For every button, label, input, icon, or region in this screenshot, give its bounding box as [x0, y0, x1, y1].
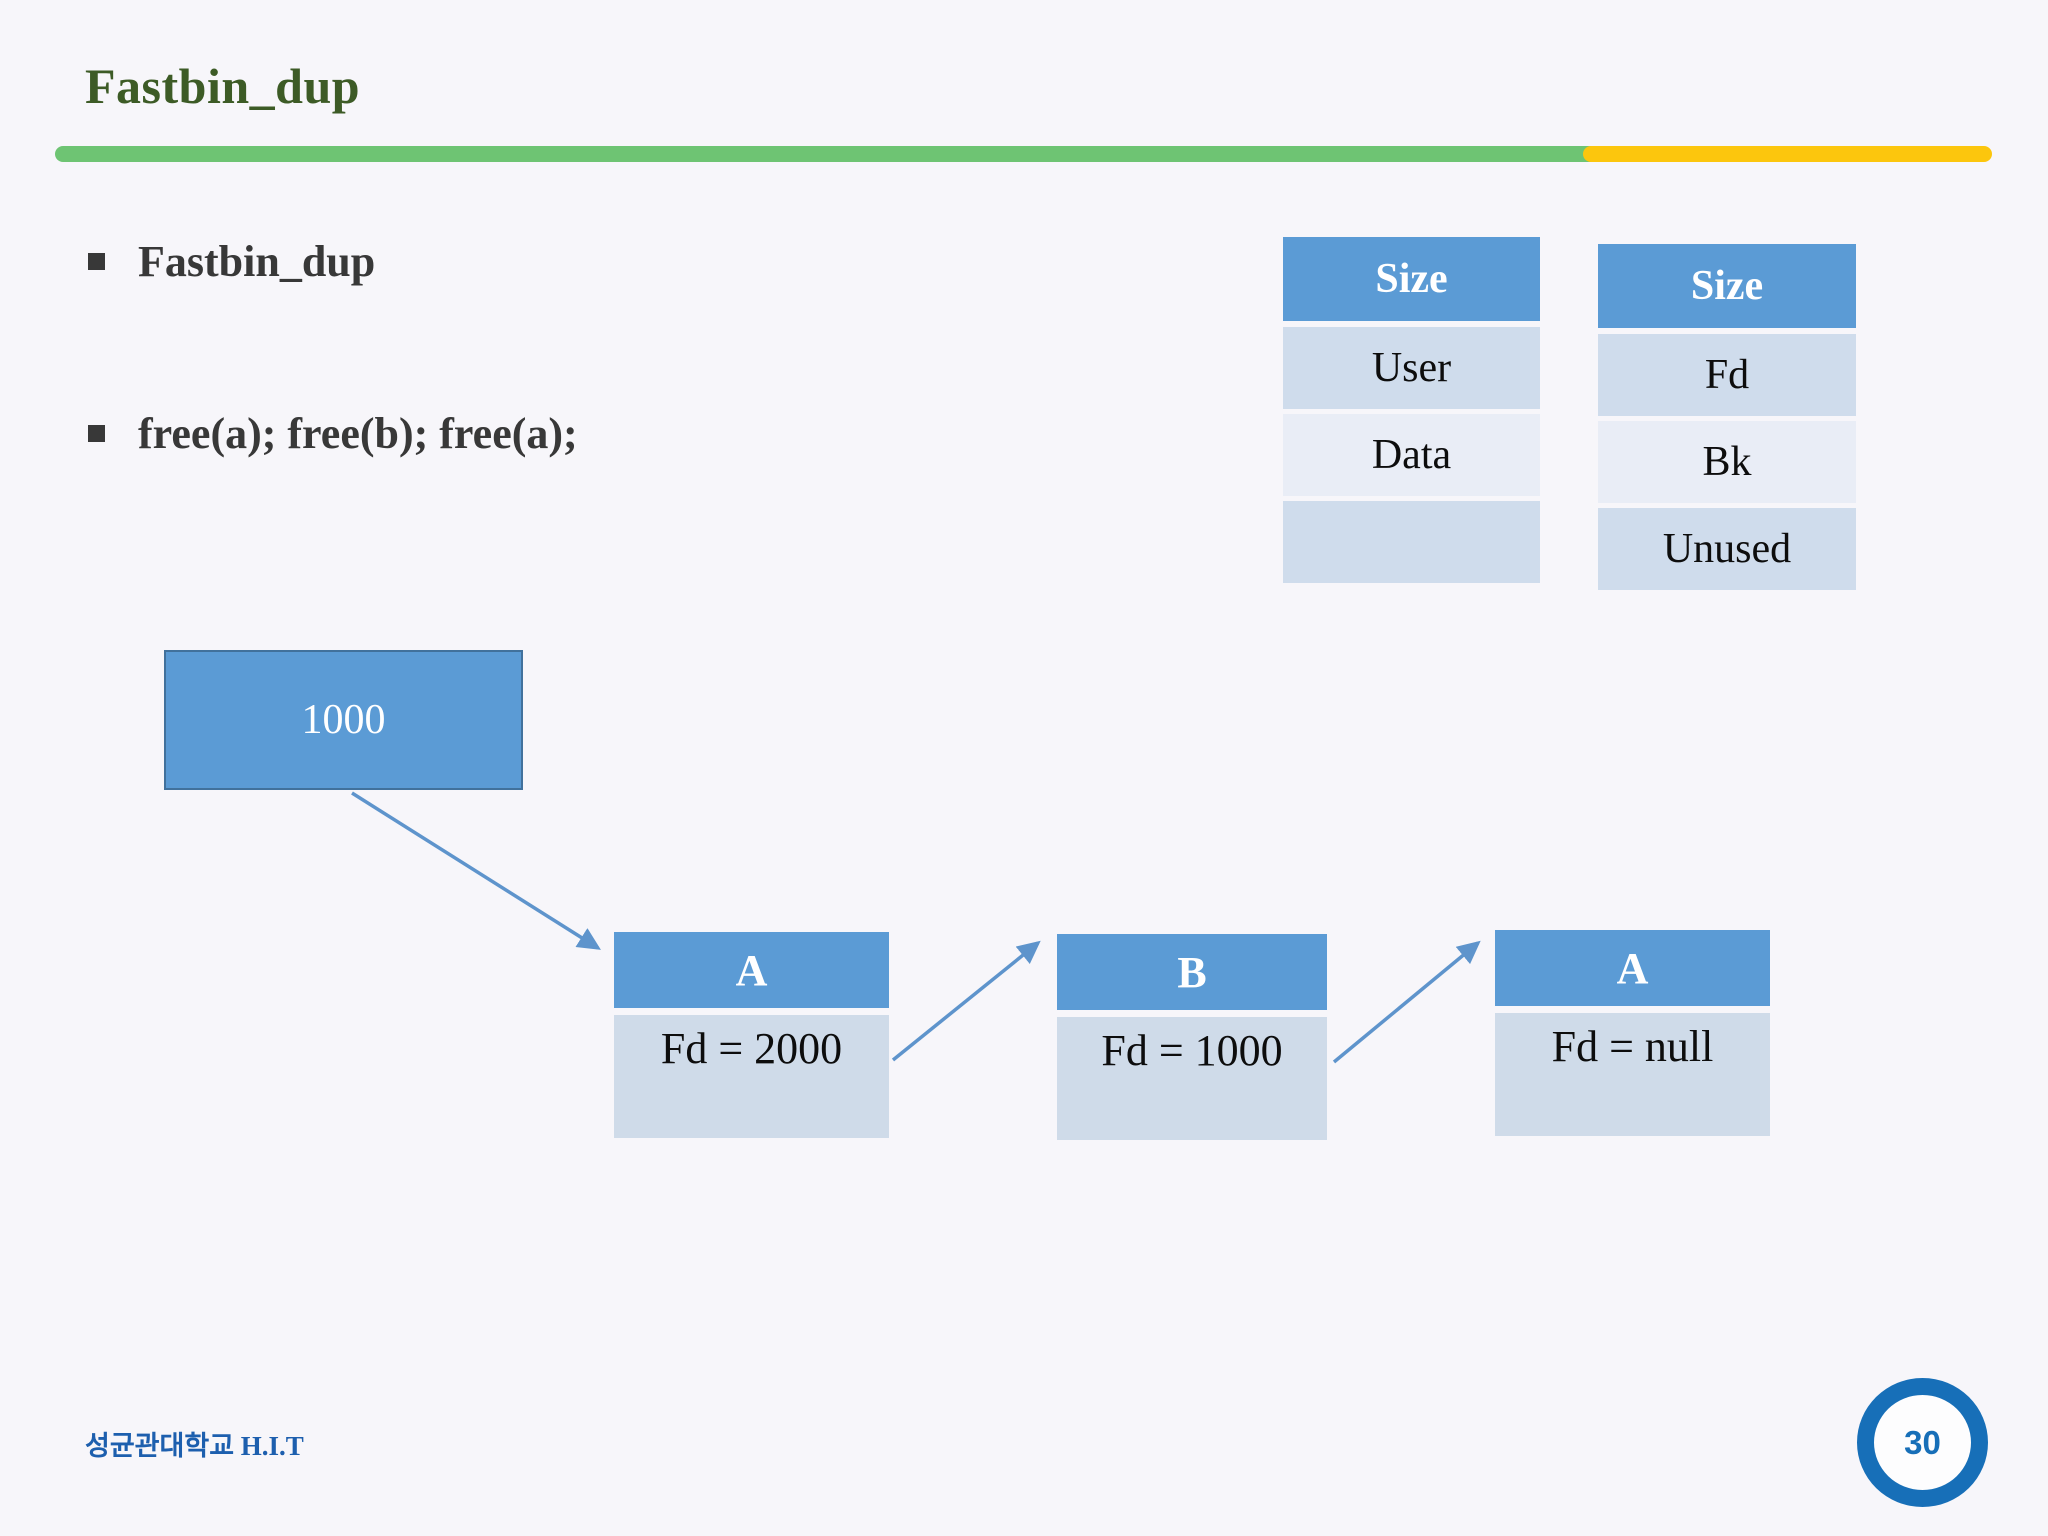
- footer-affiliation: 성균관대학교 H.I.T: [85, 1431, 304, 1461]
- chunk-label: B: [1057, 934, 1327, 1010]
- page-number: 30: [1904, 1423, 1941, 1461]
- table-row: Unused: [1598, 508, 1856, 590]
- bullet-square-icon: [88, 253, 105, 270]
- fastbin-head-box: 1000: [164, 650, 523, 790]
- bullet-item: Fastbin_dup: [88, 236, 375, 288]
- chunk-fd-value: Fd = null: [1495, 1013, 1770, 1136]
- chunk-box-b: B Fd = 1000: [1057, 934, 1327, 1140]
- table-header: Size: [1283, 237, 1540, 321]
- chunk-label: A: [1495, 930, 1770, 1006]
- bullet-text: Fastbin_dup: [138, 237, 376, 286]
- table-row: Bk: [1598, 421, 1856, 503]
- bullet-text: free(a); free(b); free(a);: [138, 409, 578, 458]
- chunk-layout-table-user: Size User Data: [1283, 237, 1540, 588]
- bullet-item: free(a); free(b); free(a);: [88, 408, 578, 460]
- chunk-fd-value: Fd = 2000: [614, 1015, 889, 1138]
- table-row: [1283, 501, 1540, 583]
- page-title: Fastbin_dup: [85, 58, 361, 114]
- table-row: User: [1283, 327, 1540, 409]
- arrow-b-to-a-icon: [1332, 940, 1481, 1064]
- title-underline-yellow: [1583, 146, 1992, 162]
- page-number-badge: 30: [1857, 1378, 1988, 1507]
- table-row: Data: [1283, 414, 1540, 496]
- chunk-fd-value: Fd = 1000: [1057, 1017, 1327, 1140]
- chunk-box-a1: A Fd = 2000: [614, 932, 889, 1138]
- chunk-box-a2: A Fd = null: [1495, 930, 1770, 1136]
- arrow-head-to-a-icon: [351, 791, 601, 950]
- table-row: Fd: [1598, 334, 1856, 416]
- title-underline-green: [55, 146, 1610, 162]
- bullet-square-icon: [88, 425, 105, 442]
- arrow-a-to-b-icon: [891, 940, 1041, 1062]
- chunk-label: A: [614, 932, 889, 1008]
- table-header: Size: [1598, 244, 1856, 328]
- chunk-layout-table-free: Size Fd Bk Unused: [1598, 244, 1856, 595]
